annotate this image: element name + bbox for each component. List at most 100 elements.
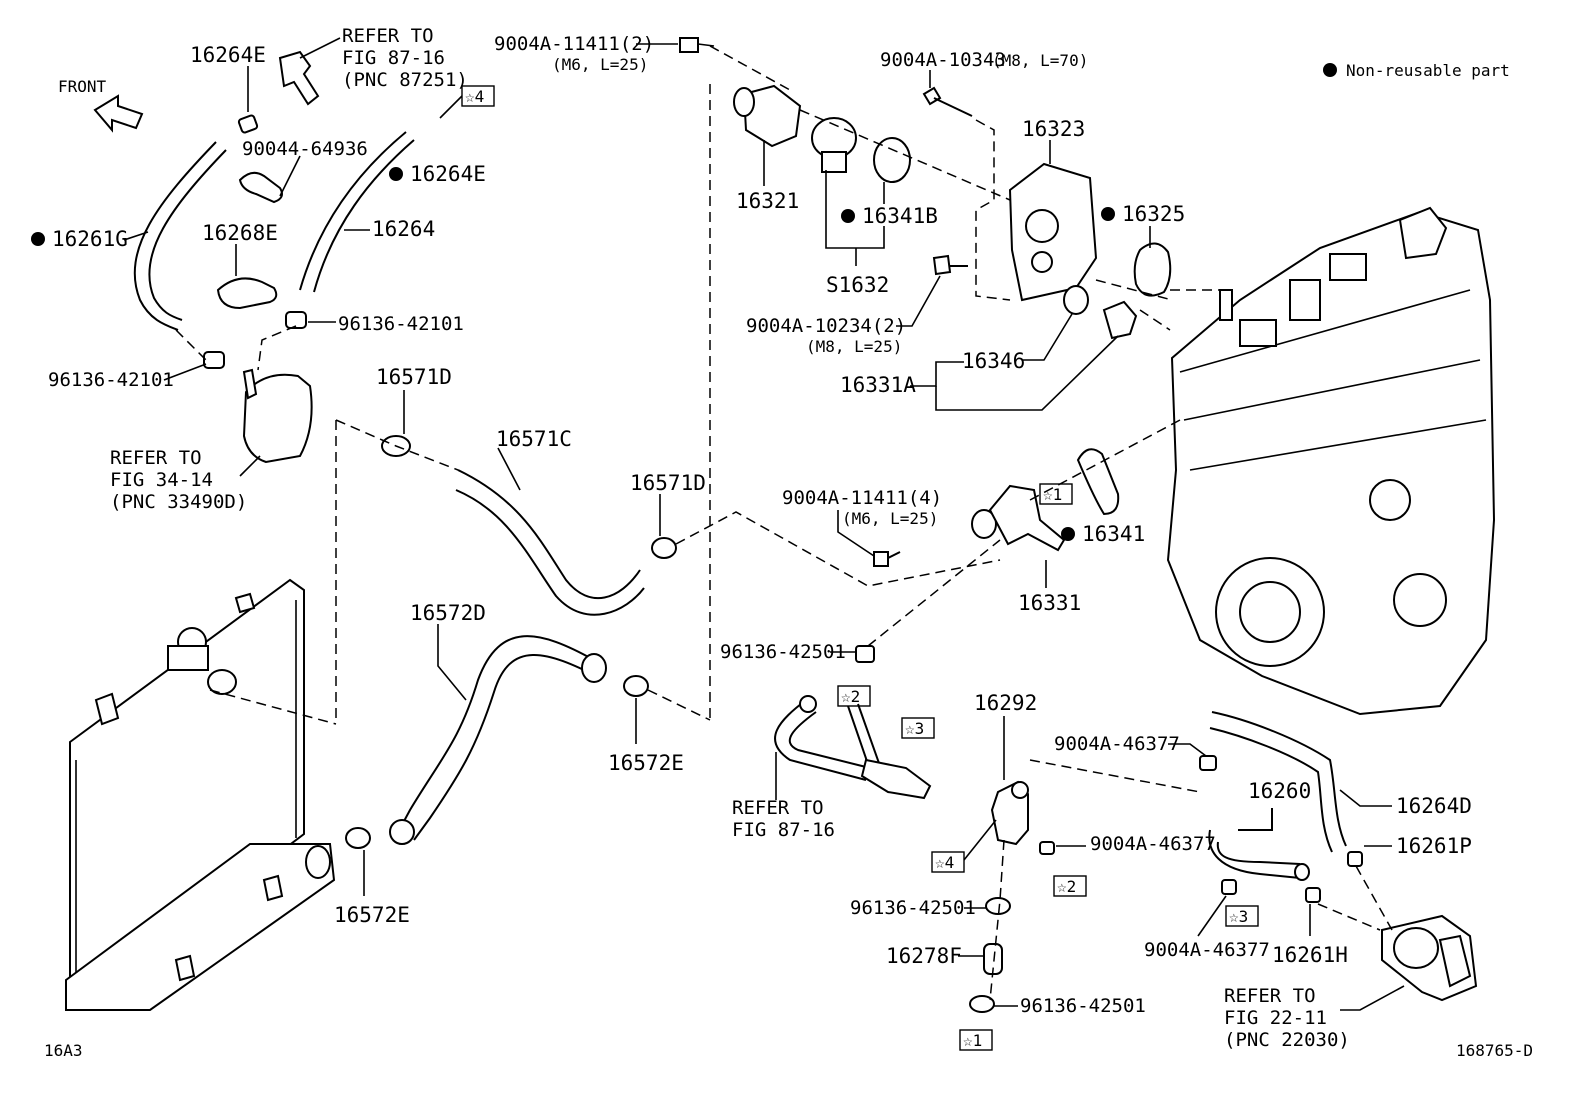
refer-87-16-bottom-line2: FIG 87-16 <box>732 819 835 841</box>
hose-16571C <box>457 469 641 599</box>
clip-96136-42101-a <box>285 311 307 329</box>
label-16264E-top: 16264E <box>190 43 266 67</box>
clip-9004A-46377-a <box>1199 755 1217 771</box>
refer-fig-22-11: REFER TO FIG 22-11 (PNC 22030) <box>1224 985 1350 1051</box>
refer-22-11-line3: (PNC 22030) <box>1224 1029 1350 1051</box>
refer-22-11-line1: REFER TO <box>1224 985 1316 1007</box>
radiator <box>65 578 336 1011</box>
water-inlet-16331 <box>971 484 1066 588</box>
label-16571D-b: 16571D <box>630 471 706 495</box>
refer-34-14-line3: (PNC 33490D) <box>110 491 247 513</box>
label-96136-42101-b: 96136-42101 <box>48 369 174 391</box>
label-16264: 16264 <box>372 217 435 241</box>
label-S1632: S1632 <box>826 273 889 297</box>
label-16331A: 16331A <box>840 373 916 397</box>
gasket-16341B <box>873 137 911 204</box>
star3-box-bot: ☆3 <box>1225 905 1259 927</box>
star1-box-mid: ☆1 <box>1039 483 1073 505</box>
non-reusable-bullet-icon <box>841 209 855 223</box>
label-96136-42501-b: 96136-42501 <box>850 897 976 919</box>
clip-90044-64936 <box>238 155 301 204</box>
non-reusable-bullet-icon <box>1061 527 1075 541</box>
bolt-9004A-11411-2 <box>636 37 715 53</box>
hose-16572D <box>395 635 595 837</box>
bolt-9004A-11411-4 <box>837 510 901 567</box>
front-indicator: FRONT <box>58 77 144 133</box>
label-16278F: 16278F <box>886 944 962 968</box>
water-bypass-16292 <box>990 780 1029 846</box>
label-16292: 16292 <box>974 691 1037 715</box>
label-96136-42501-a: 96136-42501 <box>720 641 846 663</box>
clip-16261P <box>1347 851 1363 867</box>
clamp-16571D-b <box>651 494 677 559</box>
label-16268E: 16268E <box>202 221 278 245</box>
clip-96136-42501-a <box>855 645 875 663</box>
clamp-96136-42501-c <box>969 995 995 1013</box>
gasket-16341 <box>1076 448 1120 516</box>
star1-box-bot: ☆1 <box>959 1029 993 1051</box>
label-9004A-46377-b: 9004A-46377 <box>1090 833 1216 855</box>
refer-87-16-line2: FIG 87-16 <box>342 47 445 69</box>
label-16571D-a: 16571D <box>376 365 452 389</box>
label-9004A-10343: 9004A-10343 <box>880 49 1006 71</box>
oil-cooler-33490D <box>239 368 313 477</box>
engine-assembly <box>1166 206 1496 716</box>
label-90044-64936: 90044-64936 <box>242 138 368 160</box>
thermostat-S1632 <box>811 117 857 173</box>
non-reusable-bullet-icon <box>1101 207 1115 221</box>
label-96136-42101-a: 96136-42101 <box>338 313 464 335</box>
label-9004A-11411-4: 9004A-11411(4) <box>782 487 942 509</box>
label-16323: 16323 <box>1022 117 1085 141</box>
clip-9004A-46377-c <box>1221 879 1237 895</box>
svg-text:☆2: ☆2 <box>841 687 860 706</box>
o-ring-16346 <box>1063 285 1089 315</box>
front-label: FRONT <box>58 77 107 96</box>
label-9004A-46377-c: 9004A-46377 <box>1144 939 1270 961</box>
legend: Non-reusable part <box>1323 61 1510 80</box>
label-16572E-b: 16572E <box>334 903 410 927</box>
bolt-9004A-10343 <box>922 70 973 117</box>
gasket-16325 <box>1133 226 1172 297</box>
label-16260: 16260 <box>1248 779 1311 803</box>
label-16331: 16331 <box>1018 591 1081 615</box>
figure-id: 168765-D <box>1456 1041 1533 1060</box>
label-9004A-11411-2: 9004A-11411(2) <box>494 33 654 55</box>
label-16325: 16325 <box>1122 202 1185 226</box>
water-inlet-16321 <box>733 84 802 186</box>
non-reusable-bullet-icon <box>389 167 403 181</box>
refer-87-16-line1: REFER TO <box>342 25 434 47</box>
refer-fig-34-14: REFER TO FIG 34-14 (PNC 33490D) <box>110 447 247 513</box>
clip-9004A-46377-b <box>1039 841 1055 855</box>
label-16261G: 16261G <box>52 227 128 251</box>
label-16261P: 16261P <box>1396 834 1472 858</box>
refer-fig-87-16-bottom: REFER TO FIG 87-16 <box>732 797 835 841</box>
front-arrow-icon <box>93 94 144 133</box>
throttle-body-22030 <box>1381 914 1478 1002</box>
clamp-16268E <box>216 244 278 310</box>
label-16346: 16346 <box>962 349 1025 373</box>
diagram-code: 16A3 <box>44 1041 83 1060</box>
label-16341: 16341 <box>1082 522 1145 546</box>
label-9004A-10234-2-spec: (M8, L=25) <box>806 337 902 356</box>
star4-box-top: ☆4 <box>439 85 495 119</box>
label-9004A-11411-4-spec: (M6, L=25) <box>842 509 938 528</box>
label-16321: 16321 <box>736 189 799 213</box>
label-16571C: 16571C <box>496 427 572 451</box>
label-9004A-11411-2-spec: (M6, L=25) <box>552 55 648 74</box>
refer-fig-87-16-top: REFER TO FIG 87-16 (PNC 87251) <box>342 25 468 91</box>
svg-text:☆2: ☆2 <box>1057 877 1076 896</box>
label-16261H: 16261H <box>1272 943 1348 967</box>
label-96136-42501-c: 96136-42501 <box>1020 995 1146 1017</box>
refer-22-11-line2: FIG 22-11 <box>1224 1007 1327 1029</box>
hose-16264D <box>1209 711 1392 853</box>
clip-16264E-top <box>237 66 259 134</box>
svg-text:☆3: ☆3 <box>905 719 924 738</box>
label-9004A-46377-a: 9004A-46377 <box>1054 733 1180 755</box>
svg-text:☆1: ☆1 <box>963 1031 982 1050</box>
star3-box-mid: ☆3 <box>901 717 935 739</box>
label-16264E-2: 16264E <box>410 162 486 186</box>
refer-34-14-line1: REFER TO <box>110 447 202 469</box>
star2-box-mid: ☆2 <box>837 685 871 707</box>
svg-text:☆4: ☆4 <box>465 87 484 106</box>
